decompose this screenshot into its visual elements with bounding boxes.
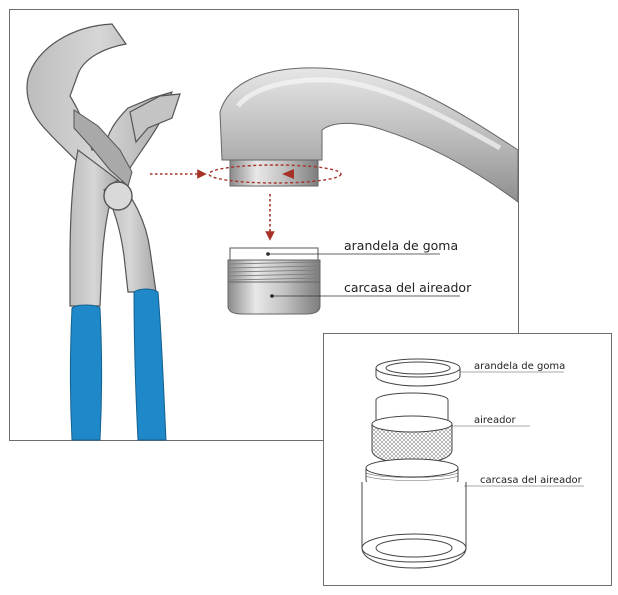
inset-label-aerator: aireador xyxy=(474,415,517,426)
main-panel: arandela de goma carcasa del aireador xyxy=(9,9,519,441)
inset-label-aerator-housing: carcasa del aireador xyxy=(480,475,583,486)
pliers-illustration xyxy=(26,23,181,441)
pliers-right-grip xyxy=(133,288,167,441)
rotation-arrowhead xyxy=(282,169,294,179)
thread-lines xyxy=(228,261,320,281)
rotation-indicator xyxy=(208,164,342,184)
label-aerator-housing: carcasa del aireador xyxy=(344,280,472,295)
inset-panel: arandela de goma aireador carcasa del ai… xyxy=(323,333,612,586)
aerator-housing-body xyxy=(227,281,321,315)
inset-washer xyxy=(375,358,461,387)
inset-aerator xyxy=(371,392,453,465)
pliers-upper-jaw xyxy=(26,23,174,191)
pliers-left-grip xyxy=(70,304,102,441)
faucet-illustration xyxy=(208,67,519,203)
removed-aerator-parts: arandela de goma carcasa del aireador xyxy=(227,238,472,315)
label-rubber-washer: arandela de goma xyxy=(344,238,458,253)
faucet-spout-highlight xyxy=(236,77,502,151)
pliers-lower-jaw xyxy=(129,93,181,144)
inset-housing xyxy=(361,458,467,569)
pliers-pivot xyxy=(103,181,133,211)
faucet-spout xyxy=(219,67,519,203)
inset-label-rubber-washer: arandela de goma xyxy=(474,361,565,372)
